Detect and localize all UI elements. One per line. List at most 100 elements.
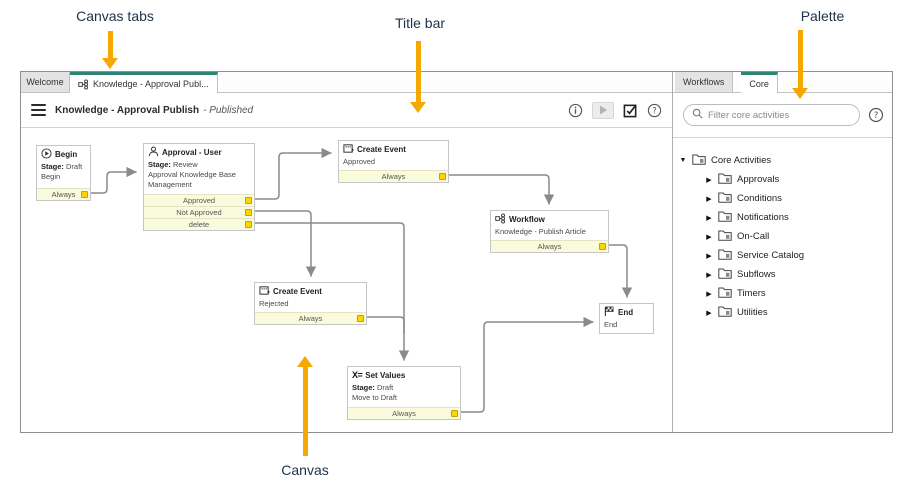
canvas-arrow: [297, 356, 313, 456]
node-set-values[interactable]: X= Set Values Stage: Draft Move to Draft…: [347, 366, 461, 420]
node-line: Approval Knowledge Base Management: [148, 169, 236, 189]
event-icon: [259, 285, 270, 298]
folder-icon: [718, 306, 732, 320]
title-bar: Knowledge - Approval Publish - Published…: [21, 93, 672, 128]
help-icon[interactable]: ?: [647, 103, 662, 118]
node-create-event-approved[interactable]: Create Event Approved Always: [338, 140, 449, 183]
node-title: Set Values: [365, 370, 406, 380]
validate-checkbox-icon[interactable]: [623, 103, 638, 118]
tree-node-core-activities[interactable]: ▼ Core Activities: [673, 151, 892, 170]
exit-always[interactable]: Always: [491, 240, 608, 252]
svg-text:?: ?: [652, 105, 656, 115]
tree-label: Core Activities: [711, 155, 772, 166]
node-line: End: [604, 320, 618, 329]
canvas-pane: Welcome Knowledge - Approval Publ... Kno…: [21, 72, 673, 432]
workflow-canvas[interactable]: Begin Stage: Draft Begin Always: [21, 128, 672, 432]
end-flag-icon: [604, 306, 615, 319]
search-icon: [692, 106, 703, 124]
node-line: Approved: [343, 157, 376, 166]
stage-label: Stage:: [148, 160, 171, 169]
tab-workflows-label: Workflows: [683, 77, 725, 87]
connector-port[interactable]: [439, 173, 446, 180]
svg-text:?: ?: [874, 111, 879, 121]
palette-tabs-bar: Workflows Core: [673, 72, 892, 93]
connector-port[interactable]: [357, 315, 364, 322]
chevron-right-icon[interactable]: ▶: [706, 309, 712, 317]
tree-label: On-Call: [737, 231, 770, 242]
workflow-icon: [78, 78, 89, 90]
chevron-right-icon[interactable]: ▶: [706, 176, 712, 184]
tree-label: Utilities: [737, 307, 768, 318]
node-line: Move to Draft: [352, 392, 398, 402]
tree-node-on-call[interactable]: ▶ On-Call: [673, 227, 892, 246]
exit-always[interactable]: Always: [37, 188, 90, 200]
palette-help-icon[interactable]: ?: [868, 107, 884, 123]
tab-knowledge-label: Knowledge - Approval Publ...: [93, 79, 209, 89]
node-line: Begin: [41, 171, 61, 181]
annotation-title-bar: Title bar: [394, 15, 446, 31]
tree-node-approvals[interactable]: ▶ Approvals: [673, 170, 892, 189]
tree-node-utilities[interactable]: ▶ Utilities: [673, 303, 892, 322]
node-create-event-rejected[interactable]: Create Event Rejected Always: [254, 282, 367, 325]
chevron-right-icon[interactable]: ▶: [706, 252, 712, 260]
folder-icon: [718, 192, 732, 206]
filter-core-activities-input[interactable]: [708, 109, 851, 121]
node-workflow[interactable]: Workflow Knowledge - Publish Article Alw…: [490, 210, 609, 253]
annotation-palette: Palette: [800, 8, 845, 24]
core-activities-tree: ▼ Core Activities ▶ Approvals ▶ Conditio…: [673, 138, 892, 322]
tab-knowledge-approval-publish[interactable]: Knowledge - Approval Publ...: [70, 72, 218, 93]
node-line: Knowledge - Publish Article: [495, 227, 586, 236]
run-button[interactable]: [592, 101, 614, 119]
tree-label: Timers: [737, 288, 766, 299]
node-title: Create Event: [357, 144, 406, 154]
tab-core-label: Core: [749, 79, 769, 89]
stage-label: Stage:: [41, 162, 64, 171]
workflow-icon: [495, 212, 506, 226]
chevron-right-icon[interactable]: ▶: [706, 195, 712, 203]
set-values-icon: X=: [352, 370, 363, 380]
chevron-right-icon[interactable]: ▶: [706, 233, 712, 241]
info-icon[interactable]: [568, 103, 583, 118]
menu-icon[interactable]: [31, 103, 46, 117]
workflow-title: Knowledge - Approval Publish: [55, 104, 200, 116]
chevron-right-icon[interactable]: ▶: [706, 290, 712, 298]
tree-node-timers[interactable]: ▶ Timers: [673, 284, 892, 303]
chevron-down-icon[interactable]: ▼: [679, 157, 687, 164]
tree-node-subflows[interactable]: ▶ Subflows: [673, 265, 892, 284]
tree-node-notifications[interactable]: ▶ Notifications: [673, 208, 892, 227]
node-begin[interactable]: Begin Stage: Draft Begin Always: [36, 145, 91, 201]
folder-icon: [718, 249, 732, 263]
exit-always[interactable]: Always: [255, 312, 366, 324]
exit-delete[interactable]: delete: [144, 218, 254, 230]
exit-approved[interactable]: Approved: [144, 194, 254, 206]
search-box[interactable]: [683, 104, 860, 126]
chevron-right-icon[interactable]: ▶: [706, 214, 712, 222]
connector-port[interactable]: [245, 197, 252, 204]
connector-port[interactable]: [245, 209, 252, 216]
palette-arrow: [792, 30, 808, 99]
exit-not-approved[interactable]: Not Approved: [144, 206, 254, 218]
tab-core[interactable]: Core: [741, 72, 778, 93]
node-approval-user[interactable]: Approval - User Stage: Review Approval K…: [143, 143, 255, 231]
connector-port[interactable]: [451, 410, 458, 417]
canvas-tabs-bar: Welcome Knowledge - Approval Publ...: [21, 72, 672, 93]
palette-pane: Workflows Core ? ▼ Core A: [673, 72, 892, 432]
node-end[interactable]: End End: [599, 303, 654, 334]
stage-value: Draft: [377, 383, 394, 392]
folder-icon: [718, 230, 732, 244]
connector-port[interactable]: [81, 191, 88, 198]
folder-icon: [718, 173, 732, 187]
user-icon: [148, 146, 159, 159]
exit-always[interactable]: Always: [339, 170, 448, 182]
chevron-right-icon[interactable]: ▶: [706, 271, 712, 279]
tree-node-service-catalog[interactable]: ▶ Service Catalog: [673, 246, 892, 265]
exit-always[interactable]: Always: [348, 407, 460, 419]
tab-workflows[interactable]: Workflows: [675, 72, 734, 92]
tree-node-conditions[interactable]: ▶ Conditions: [673, 189, 892, 208]
connector-port[interactable]: [599, 243, 606, 250]
tab-welcome[interactable]: Welcome: [21, 72, 70, 92]
connector-port[interactable]: [245, 221, 252, 228]
tab-welcome-label: Welcome: [26, 77, 64, 87]
folder-icon: [718, 287, 732, 301]
